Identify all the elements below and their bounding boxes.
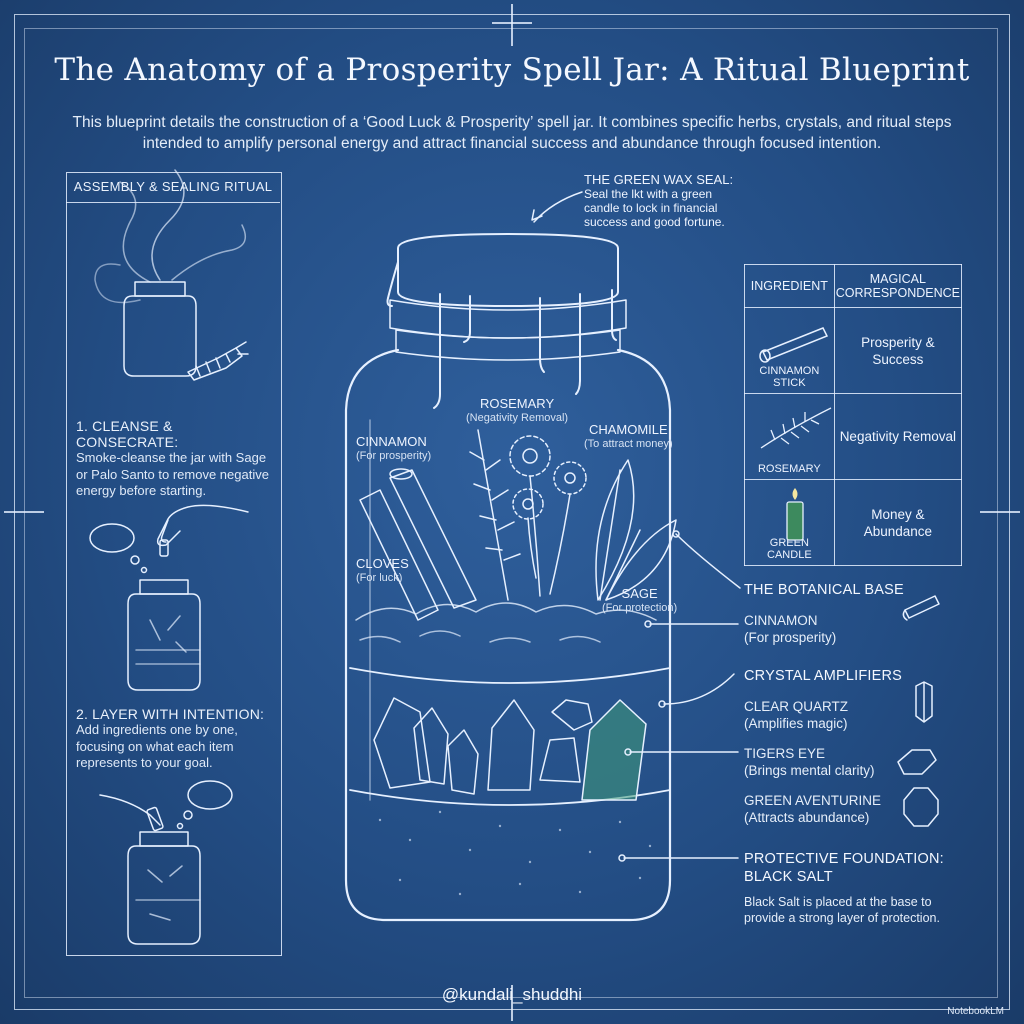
crystals-heading: CRYSTAL AMPLIFIERS bbox=[744, 668, 903, 684]
table-header: INGREDIENT bbox=[744, 264, 835, 308]
green-aventurine-side-icon bbox=[903, 787, 939, 827]
step-2: 2. LAYER WITH INTENTION: Add ingredients… bbox=[76, 706, 276, 772]
table-header: MAGICAL CORRESPONDENCE bbox=[833, 264, 963, 308]
frame-tick bbox=[511, 4, 513, 46]
thought-bubble-icon-2 bbox=[176, 780, 233, 830]
clear-quartz-crystal-icon bbox=[373, 697, 535, 795]
wax-seal-title: THE GREEN WAX SEAL: bbox=[584, 172, 734, 187]
frame-tick bbox=[492, 22, 532, 24]
step-1-title: 1. CLEANSE & CONSECRATE: bbox=[76, 418, 179, 450]
page-title: The Anatomy of a Prosperity Spell Jar: A… bbox=[54, 52, 970, 88]
table-header-row: INGREDIENT MAGICAL CORRESPONDENCE bbox=[744, 264, 963, 308]
frame-tick bbox=[511, 985, 513, 1021]
table-cell-meaning: Negativity Removal bbox=[833, 393, 963, 480]
thought-bubble-icon bbox=[89, 523, 148, 574]
crystal-item-green-aventurine: GREEN AVENTURINE(Attracts abundance) bbox=[744, 793, 882, 825]
sage-bundle-icon bbox=[187, 341, 249, 381]
step-1: 1. CLEANSE & CONSECRATE: Smoke-cleanse t… bbox=[76, 418, 276, 500]
chamomile-flower-icon bbox=[509, 435, 587, 597]
cloves-label: CLOVES(For luck) bbox=[356, 556, 409, 584]
intro-text: This blueprint details the construction … bbox=[72, 114, 952, 152]
step-2-title: 2. LAYER WITH INTENTION: bbox=[76, 706, 265, 722]
rosemary-icon bbox=[760, 407, 832, 449]
frame-tick bbox=[4, 511, 44, 513]
layered-jar-icon bbox=[127, 579, 201, 691]
ritual-panel bbox=[66, 172, 282, 956]
step-1-text: Smoke-cleanse the jar with Sage or Palo … bbox=[76, 450, 269, 498]
sage-label: SAGE(For protection) bbox=[602, 586, 678, 614]
table-cell-ingredient: ROSEMARY bbox=[744, 393, 835, 480]
botanical-heading: THE BOTANICAL BASE bbox=[744, 582, 904, 598]
table-cell-meaning: Prosperity & Success bbox=[833, 307, 963, 394]
botanical-item: CINNAMON(For prosperity) bbox=[744, 613, 837, 645]
table-cell-ingredient: CINNAMON STICK bbox=[744, 307, 835, 394]
rosemary-label: ROSEMARY(Negativity Removal) bbox=[466, 396, 569, 424]
step-2-text: Add ingredients one by one, focusing on … bbox=[76, 722, 238, 770]
tigers-eye-crystal-icon bbox=[551, 699, 593, 731]
rosemary-sprig-icon bbox=[469, 429, 521, 601]
green-candle-icon bbox=[786, 488, 804, 541]
ritual-heading: ASSEMBLY & SEALING RITUAL bbox=[66, 172, 280, 203]
clear-quartz-side-icon bbox=[915, 681, 933, 723]
hand-icon bbox=[156, 504, 249, 557]
tigers-eye-side-icon bbox=[897, 749, 937, 775]
foundation-text: Black Salt is placed at the base to prov… bbox=[744, 895, 940, 925]
cinnamon-stick-icon bbox=[359, 468, 477, 621]
ingredient-table: INGREDIENT MAGICAL CORRESPONDENCE CINNAM… bbox=[744, 264, 963, 566]
wax-seal-callout: THE GREEN WAX SEAL: Seal the lkt with a … bbox=[584, 172, 744, 229]
wax-seal-text: Seal the lkt with a green candle to lock… bbox=[584, 187, 725, 229]
brand-watermark: NotebookLM bbox=[947, 1006, 1004, 1017]
black-salt-layer bbox=[378, 810, 652, 896]
sage-leaf-icon bbox=[595, 459, 677, 601]
cinnamon-stick-icon bbox=[759, 327, 829, 363]
table-row: CINNAMON STICK Prosperity & Success bbox=[744, 307, 963, 394]
smoke-jar-icon bbox=[94, 169, 247, 377]
crystal-item-clear-quartz: CLEAR QUARTZ(Amplifies magic) bbox=[744, 699, 849, 731]
final-jar-icon bbox=[127, 831, 201, 945]
frame-tick bbox=[980, 511, 1020, 513]
foundation-heading: PROTECTIVE FOUNDATION:BLACK SALT bbox=[744, 851, 944, 885]
crystal-item-tigers-eye: TIGERS EYE(Brings mental clarity) bbox=[744, 746, 875, 778]
cinnamon-label: CINNAMON(For prosperity) bbox=[356, 434, 432, 462]
author-handle: @kundali_shuddhi bbox=[441, 985, 583, 1004]
hand-icon-2 bbox=[99, 794, 164, 832]
table-row: GREEN CANDLE Money & Abundance bbox=[744, 479, 963, 566]
chamomile-label: CHAMOMILE(To attract money) bbox=[584, 422, 673, 450]
table-cell-meaning: Money & Abundance bbox=[833, 479, 963, 566]
spell-jar bbox=[344, 233, 672, 922]
green-aventurine-crystal-icon bbox=[581, 699, 647, 801]
table-cell-ingredient: GREEN CANDLE bbox=[744, 479, 835, 566]
table-row: ROSEMARY Negativity Removal bbox=[744, 393, 963, 480]
cinnamon-side-icon bbox=[902, 595, 940, 621]
